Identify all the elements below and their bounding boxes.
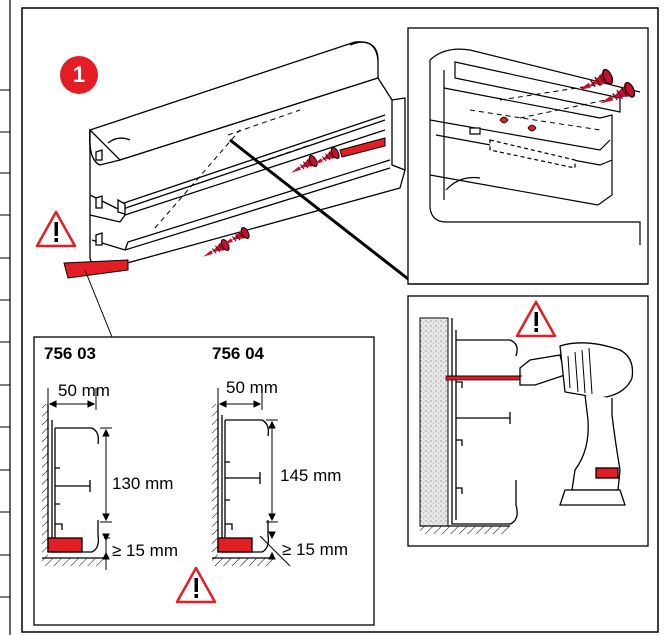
step-number-badge: 1 (60, 56, 98, 94)
profile-756-04 (212, 404, 274, 566)
main-frame (21, 7, 659, 633)
model-code-756-04: 756 04 (212, 344, 264, 363)
profile-756-03 (42, 404, 104, 566)
height-label-756-03: 130 mm (112, 474, 174, 493)
left-page-edge (0, 0, 11, 635)
gap-label-756-03: ≥ 15 mm (112, 541, 179, 560)
red-base-strip (63, 259, 129, 279)
cable-trunking-3d (89, 41, 406, 269)
width-label-756-03: 50 mm (58, 381, 110, 400)
dimensions-panel (33, 336, 375, 626)
warning-triangle-icon (515, 300, 557, 338)
model-code-756-03: 756 03 (44, 344, 96, 363)
dims-756-04 (217, 388, 291, 567)
warning-triangle-icon (35, 210, 77, 248)
gap-label-756-04: ≥ 15 mm (282, 540, 349, 559)
red-back-strip (339, 137, 386, 158)
dims-756-03 (47, 388, 112, 570)
drill-icon (519, 342, 634, 506)
trunking-profile-drill (451, 318, 518, 525)
warning-triangle-icon (175, 566, 217, 604)
height-label-756-04: 145 mm (280, 466, 342, 485)
width-label-756-04: 50 mm (226, 378, 278, 397)
wall-section (419, 317, 449, 527)
